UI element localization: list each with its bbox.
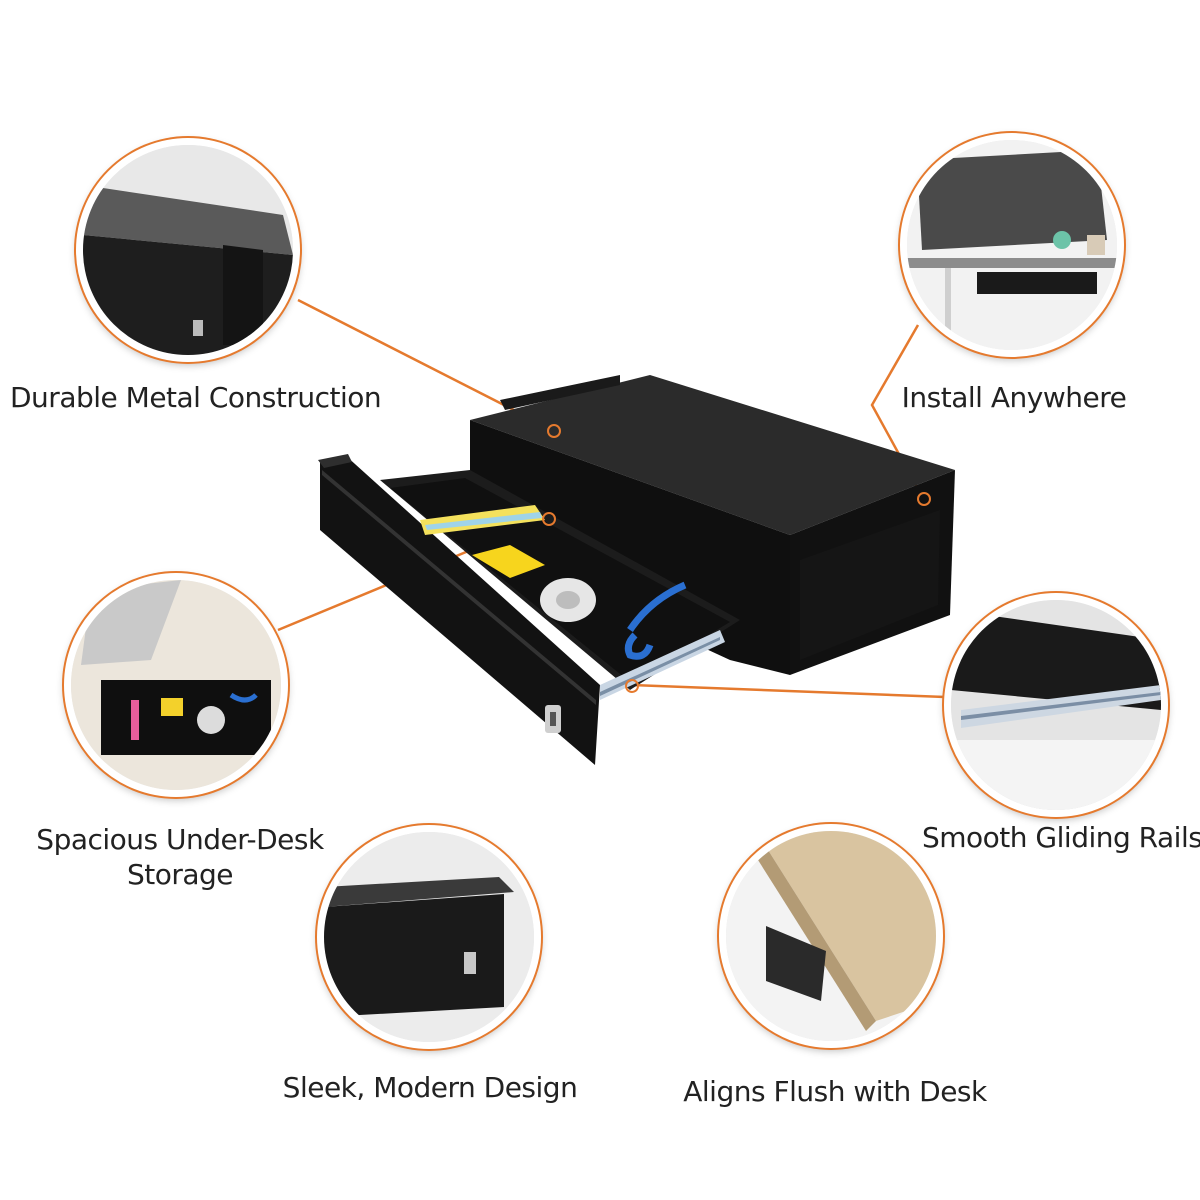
caption-flush: Aligns Flush with Desk — [683, 1075, 987, 1108]
callout-dot-rails — [625, 679, 639, 693]
callout-dot-install — [917, 492, 931, 506]
callout-flush-photo — [719, 824, 943, 1048]
caption-durable: Durable Metal Construction — [10, 381, 382, 414]
under-desk-drawer-image — [300, 360, 970, 780]
callout-design-photo — [317, 825, 541, 1049]
caption-storage-line2: Storage — [126, 858, 234, 891]
callout-dot-storage — [542, 512, 556, 526]
caption-install: Install Anywhere — [901, 381, 1127, 414]
callout-rails-photo — [944, 593, 1168, 817]
caption-storage-line1: Spacious Under-Desk — [36, 823, 324, 856]
callout-install-photo — [900, 133, 1124, 357]
caption-storage: Spacious Under-Desk Storage — [30, 822, 330, 892]
caption-rails: Smooth Gliding Rails — [922, 821, 1200, 854]
callout-storage-photo — [64, 573, 288, 797]
callout-dot-durable — [547, 424, 561, 438]
caption-design: Sleek, Modern Design — [282, 1071, 578, 1104]
callout-durable-photo — [76, 138, 300, 362]
